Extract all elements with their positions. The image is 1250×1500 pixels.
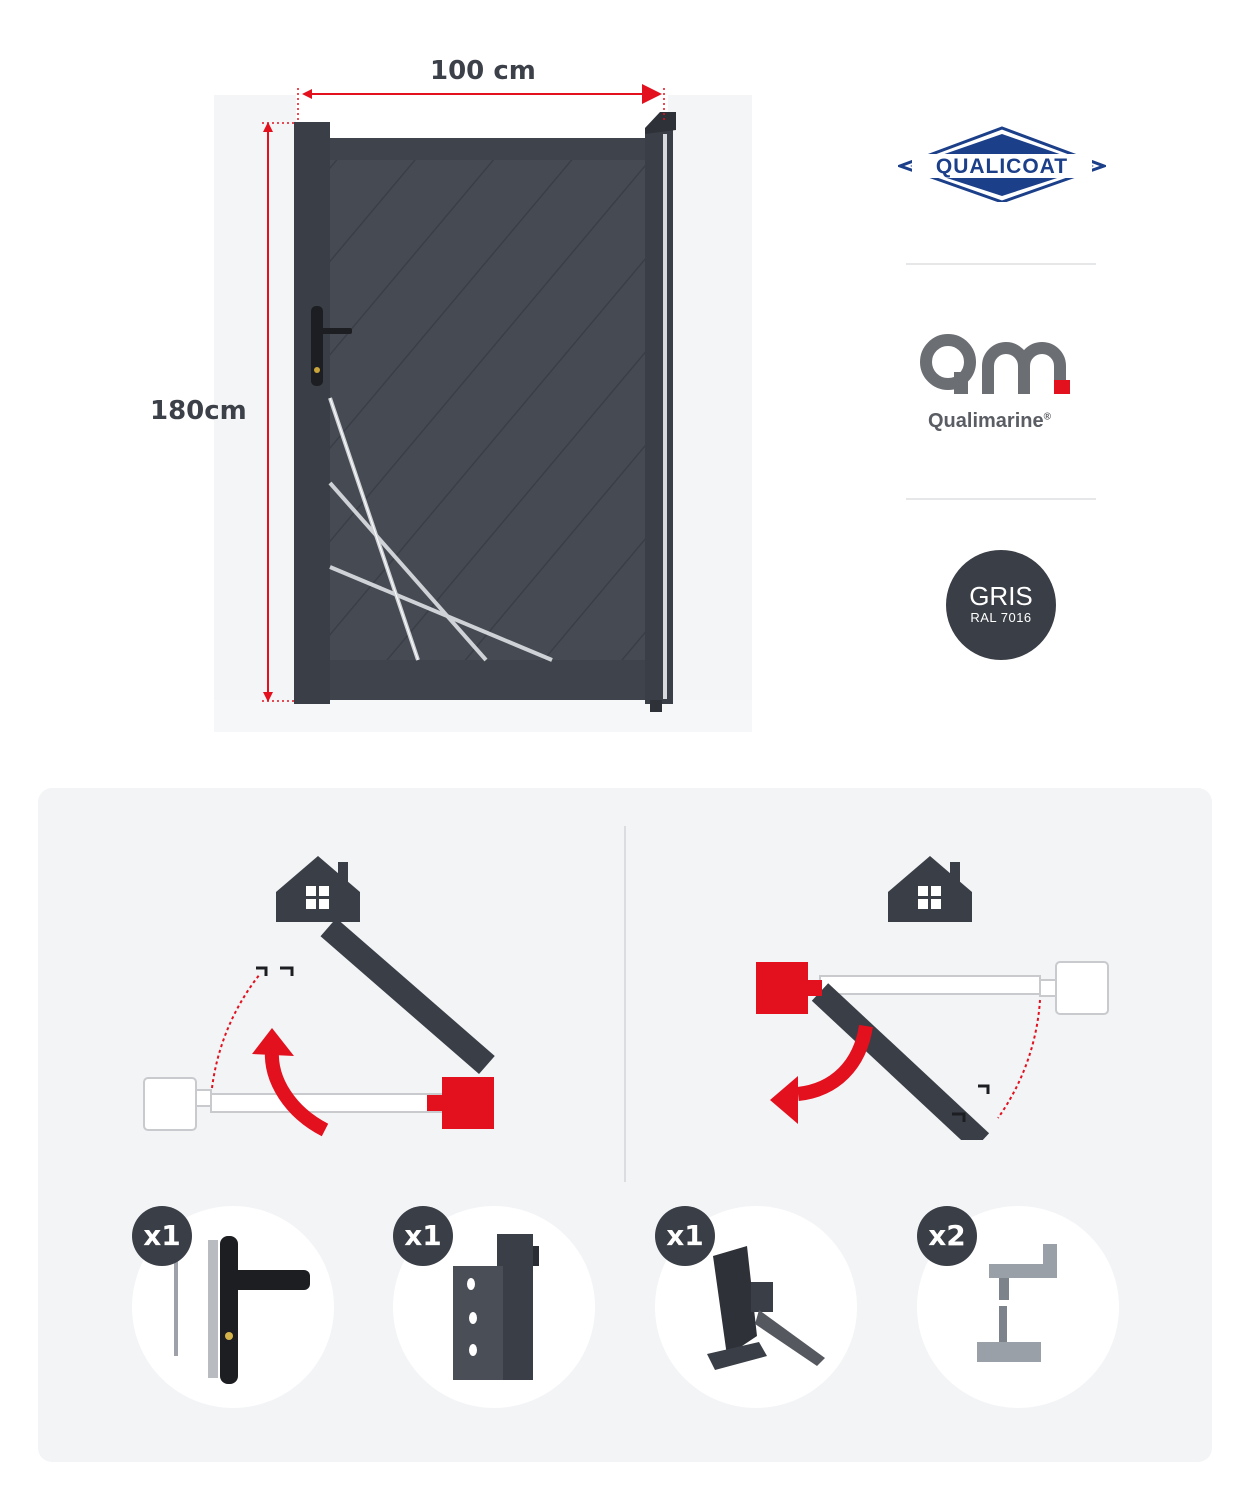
pivot-hinges-icon bbox=[977, 1244, 1057, 1362]
handle-lever bbox=[316, 328, 352, 334]
opening-option-pull bbox=[740, 850, 1120, 1151]
qualimarine-logo bbox=[920, 330, 1080, 400]
divider bbox=[906, 498, 1096, 500]
color-name: GRIS bbox=[969, 581, 1033, 611]
panel-divider bbox=[624, 826, 626, 1182]
gate-infill bbox=[330, 160, 645, 660]
qty-badge: x1 bbox=[132, 1206, 192, 1266]
bottom-rail bbox=[330, 660, 645, 700]
opening-option-push bbox=[130, 850, 510, 1140]
right-pillar bbox=[668, 95, 752, 720]
gate-svg bbox=[214, 84, 752, 720]
lock-handle-icon bbox=[174, 1236, 310, 1384]
divider bbox=[906, 263, 1096, 265]
handle-plate bbox=[311, 306, 323, 386]
pivot-post bbox=[756, 962, 808, 1014]
qty-badge: x2 bbox=[917, 1206, 977, 1266]
height-label: 180cm bbox=[150, 396, 247, 426]
qualimarine-name: Qualimarine® bbox=[928, 410, 1051, 432]
color-code: RAL 7016 bbox=[970, 610, 1032, 625]
width-label: 100 cm bbox=[430, 56, 536, 86]
left-post bbox=[294, 122, 330, 704]
color-badge: GRIS RAL 7016 bbox=[946, 550, 1056, 660]
qty-badge: x1 bbox=[655, 1206, 715, 1266]
gate-stopper-icon bbox=[707, 1246, 825, 1370]
pivot-post bbox=[442, 1077, 494, 1129]
gate-illustration bbox=[214, 84, 752, 720]
latch-stop-icon bbox=[453, 1234, 539, 1380]
top-rail bbox=[330, 138, 645, 160]
house-icon bbox=[888, 856, 972, 922]
qty-badge: x1 bbox=[393, 1206, 453, 1266]
qualicoat-logo: QUALICOAT bbox=[895, 126, 1109, 204]
left-pillar bbox=[214, 95, 296, 720]
house-icon bbox=[276, 856, 360, 922]
right-post bbox=[645, 128, 673, 704]
qualicoat-logo-text: QUALICOAT bbox=[936, 155, 1068, 178]
